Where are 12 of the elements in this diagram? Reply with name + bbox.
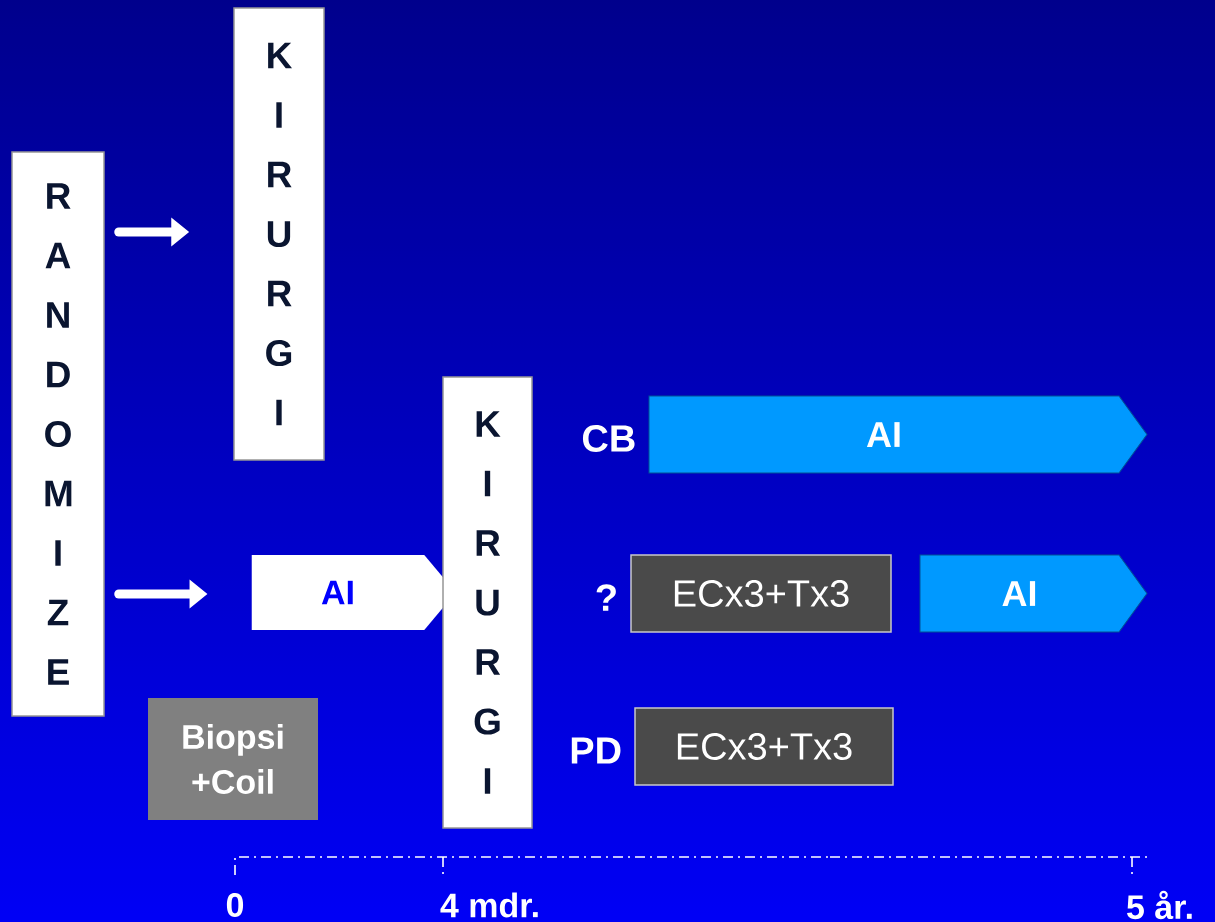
vertical-text-box: K I R U R G I <box>442 376 533 829</box>
treatment-box: ECx3+Tx3 <box>634 707 894 786</box>
row-label: CB <box>582 425 635 452</box>
treatment-box: ECx3+Tx3 <box>630 554 892 633</box>
vertical-text-box: R A N D O M I Z E <box>11 151 105 717</box>
row-label: ? <box>596 584 616 611</box>
procedure-box: Biopsi +Coil <box>148 698 318 820</box>
axis-label: 5 år. <box>1127 890 1192 920</box>
axis-label: 4 mdr. <box>440 892 538 918</box>
vertical-text-box: K I R U R G I <box>233 7 325 461</box>
axis-label: 0 <box>226 892 244 918</box>
row-label: PD <box>571 737 621 764</box>
